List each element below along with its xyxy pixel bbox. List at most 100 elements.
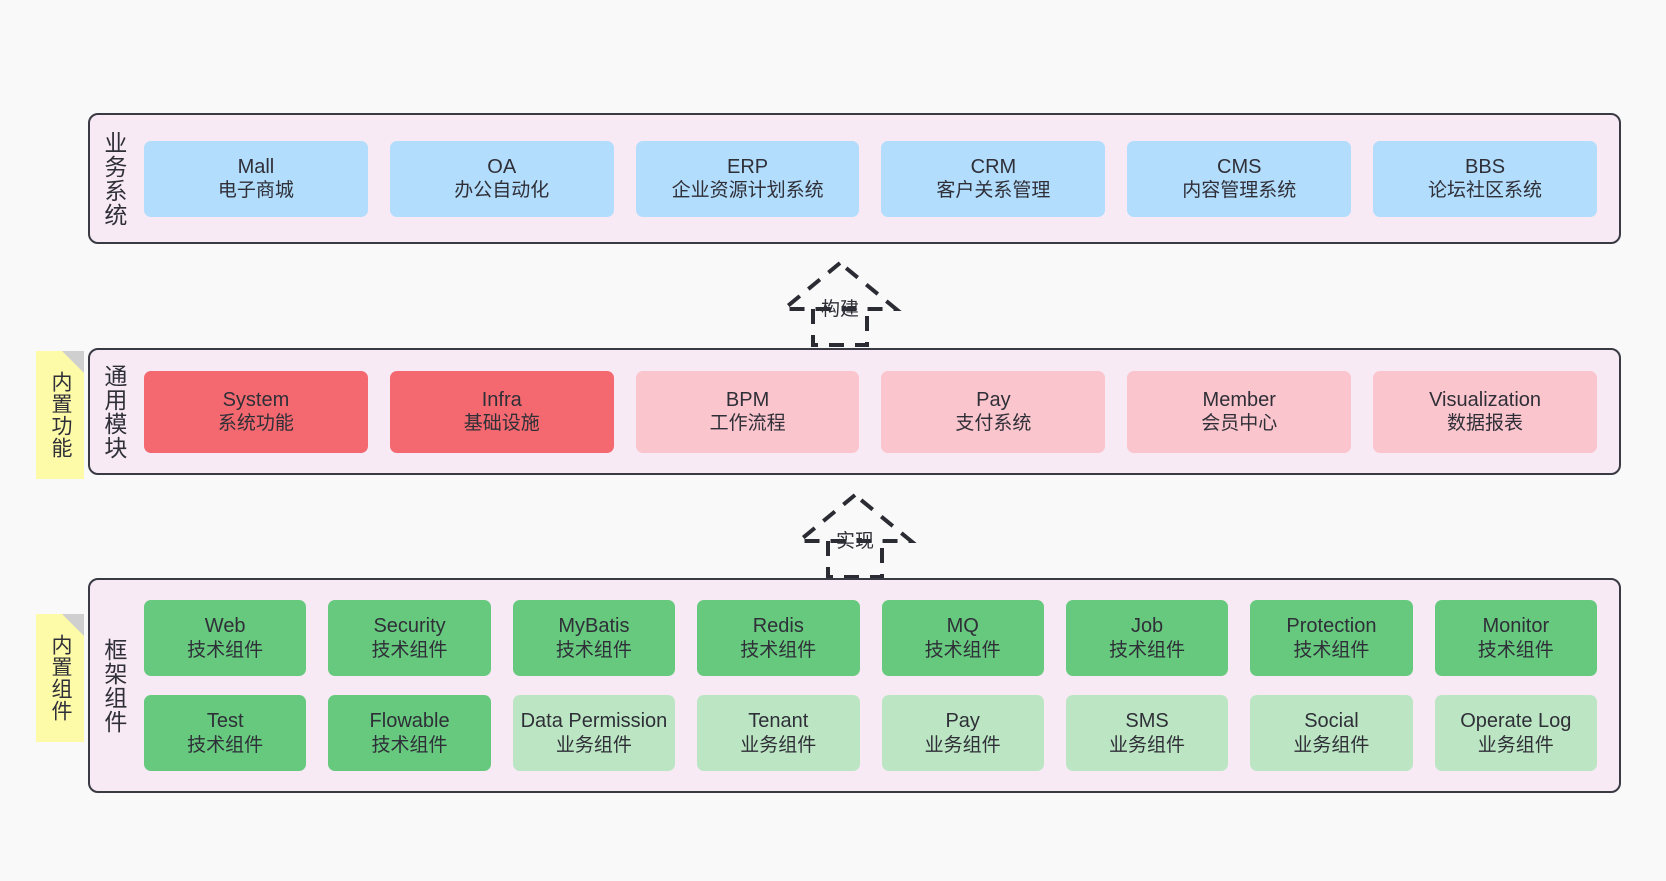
box-row: Web 技术组件 Security 技术组件 MyBatis 技术组件 Redi…	[144, 600, 1597, 676]
box-title: Infra	[481, 388, 522, 411]
box-subtitle: 工作流程	[709, 413, 786, 435]
box-member[interactable]: Member 会员中心	[1127, 370, 1352, 453]
note-fold-icon	[62, 351, 84, 373]
box-data-permission[interactable]: Data Permission 业务组件	[512, 695, 676, 771]
box-sms[interactable]: SMS 业务组件	[1065, 695, 1229, 771]
box-title: Data Permission	[520, 710, 668, 733]
box-operate-log[interactable]: Operate Log 业务组件	[1434, 695, 1597, 771]
box-erp[interactable]: ERP 企业资源计划系统	[635, 140, 860, 217]
layer-common-modules: 通用模块 System 系统功能 Infra 基础设施 BPM 工作流程 Pay	[88, 348, 1621, 475]
box-subtitle: 内容管理系统	[1182, 180, 1297, 202]
box-row: Test 技术组件 Flowable 技术组件 Data Permission …	[144, 695, 1597, 771]
sticky-note-builtin-component: 内置组件	[36, 614, 84, 742]
box-subtitle: 技术组件	[740, 639, 817, 661]
connector-implement: 实现	[770, 487, 940, 583]
box-infra[interactable]: Infra 基础设施	[389, 370, 614, 453]
box-title: SMS	[1125, 710, 1169, 733]
box-title: ERP	[727, 155, 769, 178]
box-subtitle: 技术组件	[555, 639, 632, 661]
box-title: Flowable	[369, 710, 450, 733]
box-title: CMS	[1217, 155, 1262, 178]
layer-body-business-systems: Mall 电子商城 OA 办公自动化 ERP 企业资源计划系统 CRM 客户关系…	[136, 115, 1619, 242]
connector-label-implement: 实现	[835, 531, 875, 552]
box-title: MyBatis	[558, 615, 630, 638]
box-title: Job	[1130, 615, 1164, 638]
sticky-note-label: 内置组件	[48, 634, 72, 722]
box-subtitle: 技术组件	[371, 639, 448, 661]
box-title: CRM	[970, 155, 1017, 178]
box-subtitle: 技术组件	[1477, 639, 1554, 661]
box-subtitle: 业务组件	[1477, 734, 1554, 756]
box-title: OA	[487, 155, 517, 178]
box-title: Operate Log	[1460, 710, 1572, 733]
box-subtitle: 基础设施	[463, 413, 540, 435]
box-title: Web	[204, 615, 246, 638]
box-title: Redis	[752, 615, 804, 638]
box-subtitle: 电子商城	[217, 180, 294, 202]
box-flowable[interactable]: Flowable 技术组件	[328, 695, 491, 771]
box-title: Monitor	[1482, 615, 1550, 638]
box-subtitle: 客户关系管理	[936, 180, 1051, 202]
box-mq[interactable]: MQ 技术组件	[881, 600, 1044, 676]
box-redis[interactable]: Redis 技术组件	[697, 600, 860, 676]
box-title: BBS	[1465, 155, 1506, 178]
box-title: Member	[1202, 388, 1276, 411]
box-subtitle: 系统功能	[217, 413, 294, 435]
layer-title-common-modules: 通用模块	[100, 363, 127, 460]
layer-business-systems: 业务系统 Mall 电子商城 OA 办公自动化 ERP 企业资源计划系统 CRM	[88, 113, 1621, 244]
layer-framework-components: 框架组件 Web 技术组件 Security 技术组件 MyBatis 技术组件…	[88, 578, 1621, 793]
box-test[interactable]: Test 技术组件	[144, 695, 307, 771]
generalization-arrow-icon	[778, 260, 902, 347]
box-subtitle: 业务组件	[555, 734, 632, 756]
box-pay[interactable]: Pay 支付系统	[881, 370, 1106, 453]
box-mall[interactable]: Mall 电子商城	[144, 140, 368, 217]
box-web[interactable]: Web 技术组件	[144, 600, 307, 676]
box-job[interactable]: Job 技术组件	[1065, 600, 1229, 676]
box-title: Test	[206, 710, 244, 733]
box-social[interactable]: Social 业务组件	[1250, 695, 1413, 771]
box-crm[interactable]: CRM 客户关系管理	[881, 140, 1106, 217]
box-subtitle: 技术组件	[1293, 639, 1370, 661]
box-title: Security	[373, 615, 446, 638]
box-title: Tenant	[748, 710, 809, 733]
box-subtitle: 技术组件	[371, 734, 448, 756]
box-protection[interactable]: Protection 技术组件	[1250, 600, 1413, 676]
box-bbs[interactable]: BBS 论坛社区系统	[1373, 140, 1597, 217]
box-tenant[interactable]: Tenant 业务组件	[697, 695, 860, 771]
box-title: Social	[1304, 710, 1359, 733]
box-bpm[interactable]: BPM 工作流程	[635, 370, 860, 453]
box-subtitle: 技术组件	[924, 639, 1001, 661]
box-subtitle: 办公自动化	[454, 180, 550, 202]
box-title: Protection	[1286, 615, 1377, 638]
generalization-arrow-icon	[793, 492, 917, 579]
box-title: Pay	[945, 710, 980, 733]
box-subtitle: 会员中心	[1201, 413, 1278, 435]
box-title: System	[222, 388, 290, 411]
box-title: MQ	[946, 615, 979, 638]
box-monitor[interactable]: Monitor 技术组件	[1434, 600, 1597, 676]
box-visualization[interactable]: Visualization 数据报表	[1373, 370, 1597, 453]
box-security[interactable]: Security 技术组件	[328, 600, 491, 676]
box-title: Pay	[976, 388, 1011, 411]
box-title: Mall	[237, 155, 275, 178]
box-subtitle: 业务组件	[1109, 734, 1186, 756]
box-subtitle: 企业资源计划系统	[671, 180, 824, 202]
box-mybatis[interactable]: MyBatis 技术组件	[512, 600, 676, 676]
box-system[interactable]: System 系统功能	[144, 370, 368, 453]
layer-body-framework-components: Web 技术组件 Security 技术组件 MyBatis 技术组件 Redi…	[136, 580, 1619, 791]
box-title: BPM	[725, 388, 770, 411]
box-subtitle: 业务组件	[740, 734, 817, 756]
layer-title-framework-components: 框架组件	[100, 637, 127, 734]
box-pay-component[interactable]: Pay 业务组件	[881, 695, 1044, 771]
box-title: Visualization	[1429, 388, 1542, 411]
box-subtitle: 数据报表	[1447, 413, 1524, 435]
box-subtitle: 论坛社区系统	[1428, 180, 1543, 202]
connector-label-build: 构建	[820, 299, 860, 320]
sticky-note-builtin-function: 内置功能	[36, 351, 84, 479]
box-subtitle: 支付系统	[955, 413, 1032, 435]
box-cms[interactable]: CMS 内容管理系统	[1127, 140, 1352, 217]
connector-build: 构建	[755, 255, 925, 351]
box-oa[interactable]: OA 办公自动化	[389, 140, 614, 217]
box-row: Mall 电子商城 OA 办公自动化 ERP 企业资源计划系统 CRM 客户关系…	[144, 140, 1597, 217]
